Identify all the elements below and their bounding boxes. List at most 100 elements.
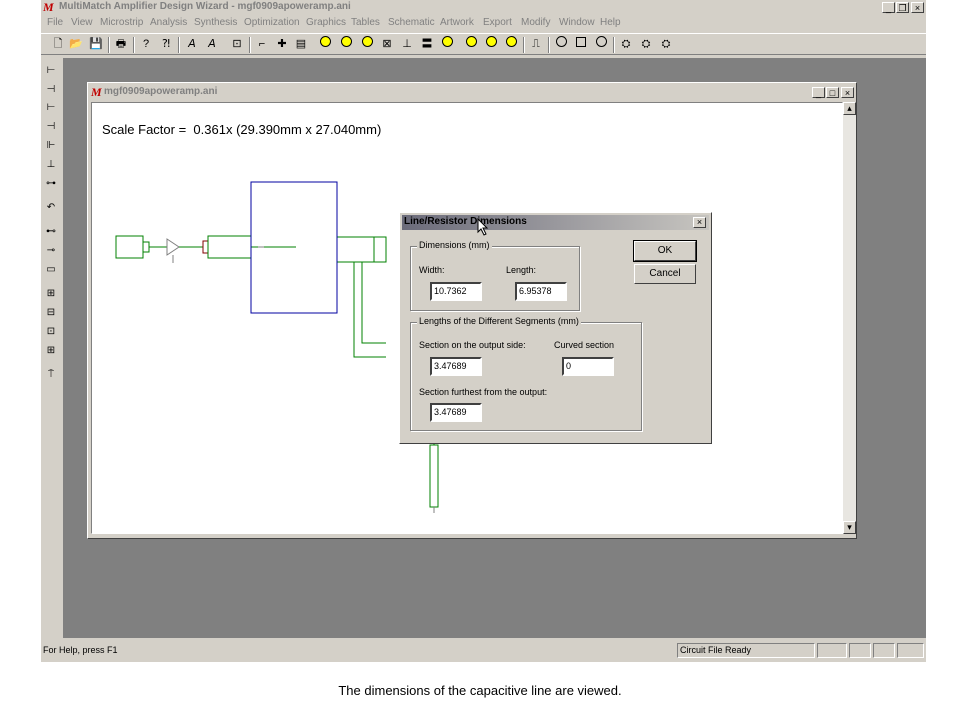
- cross-element-icon[interactable]: ✚: [277, 38, 287, 50]
- toolbar-separator: [523, 37, 525, 53]
- length-label: Length:: [506, 265, 537, 275]
- dialog-title: Line/Resistor Dimensions: [404, 216, 527, 227]
- child-minimize-button[interactable]: _: [812, 87, 825, 98]
- restore-button[interactable]: ❐: [896, 2, 909, 13]
- draw-tool-2-icon[interactable]: 𝘈: [208, 38, 216, 50]
- dialog-titlebar[interactable]: Line/Resistor Dimensions ×: [402, 215, 709, 230]
- status-help-text: For Help, press F1: [43, 645, 118, 655]
- pulse-icon[interactable]: ⎍: [532, 38, 540, 50]
- bias-line-2: [361, 262, 386, 344]
- dimension-icon[interactable]: ⊡: [232, 38, 242, 50]
- rectangle-icon[interactable]: ▭: [46, 264, 56, 275]
- series-line-icon[interactable]: ⊣: [46, 84, 56, 95]
- yellow-back-icon[interactable]: [483, 36, 499, 52]
- toolbar: 🗋 📂 💾 🖶 ? ⁈ 𝘈 𝘈 ⊡ ⌐ ✚ ▤ ⊠ ⊥ 〓 ⎍ ⛭ ⛭ ⛭: [41, 33, 926, 55]
- menu-artwork[interactable]: Artwork: [440, 17, 474, 28]
- menu-modify[interactable]: Modify: [521, 17, 551, 28]
- menu-analysis[interactable]: Analysis: [150, 17, 188, 28]
- via-icon[interactable]: ⊸: [46, 245, 56, 256]
- app-titlebar[interactable]: M MultiMatch Amplifier Design Wizard - m…: [41, 0, 926, 14]
- left-toolbar: ⊢ ⊣ ⊢ ⊣ ⊩ ⊥ ⊶ ↶ ⊷ ⊸ ▭ ⊞ ⊟ ⊡ ⊞ ⍑: [41, 58, 61, 638]
- boxed-x-icon[interactable]: ⊠: [382, 38, 392, 50]
- curved-section-field[interactable]: 0: [562, 357, 614, 376]
- ring-icon[interactable]: [593, 36, 609, 52]
- open-stub-icon[interactable]: ⊢: [46, 102, 56, 113]
- series-capacitor-icon[interactable]: ⊶: [46, 178, 56, 189]
- draw-tool-icon[interactable]: 𝘈: [188, 38, 196, 50]
- menu-tables[interactable]: Tables: [351, 17, 380, 28]
- shunt-element-icon[interactable]: ⊢: [46, 65, 56, 76]
- scale-factor-readout: Scale Factor = 0.361x (29.390mm x 27.040…: [102, 122, 381, 137]
- component-a-icon[interactable]: ⛭: [621, 38, 631, 50]
- tee-element-icon[interactable]: ⊥: [402, 38, 412, 50]
- yellow-y-icon[interactable]: [463, 36, 479, 52]
- square-icon[interactable]: [573, 36, 589, 52]
- child-titlebar[interactable]: M mgf0909apoweramp.ani _ □ ×: [90, 85, 854, 100]
- dot-box-icon[interactable]: ⊡: [46, 326, 56, 337]
- line-element-icon[interactable]: ⌐: [258, 38, 266, 50]
- child-maximize-button[interactable]: □: [826, 87, 839, 98]
- capacitor-icon[interactable]: ⊩: [46, 140, 56, 151]
- menu-synthesis[interactable]: Synthesis: [194, 17, 238, 28]
- scroll-up-button[interactable]: ▴: [843, 102, 856, 115]
- child-close-button[interactable]: ×: [841, 87, 854, 98]
- child-logo-icon: M: [91, 85, 102, 99]
- status-pane: [817, 643, 847, 658]
- toolbar-separator: [613, 37, 615, 53]
- scroll-down-button[interactable]: ▾: [843, 521, 856, 534]
- amplifier-symbol: [166, 238, 180, 256]
- minimize-button[interactable]: _: [882, 2, 895, 13]
- mouse-cursor-icon: [477, 218, 489, 236]
- context-help-icon[interactable]: ⁈: [161, 38, 171, 50]
- circle-icon[interactable]: [553, 36, 569, 52]
- menu-view[interactable]: View: [71, 17, 93, 28]
- cancel-button[interactable]: Cancel: [634, 264, 696, 284]
- component-c-icon[interactable]: ⛭: [661, 38, 671, 50]
- ok-button[interactable]: OK: [633, 240, 697, 262]
- circuit-layout: [115, 181, 439, 513]
- width-field[interactable]: 10.7362: [430, 282, 482, 301]
- antenna-icon[interactable]: ⍑: [48, 369, 54, 380]
- length-field[interactable]: 6.95378: [515, 282, 567, 301]
- new-file-icon[interactable]: 🗋: [53, 38, 63, 50]
- short-stub-icon[interactable]: ⊣: [46, 121, 56, 132]
- open-folder-icon[interactable]: 📂: [69, 38, 83, 50]
- yellow-f-circle-icon[interactable]: [338, 36, 354, 52]
- yellow-dot-icon[interactable]: [503, 36, 519, 52]
- inductor-icon[interactable]: ⊥: [46, 159, 56, 170]
- add-box-icon[interactable]: ⊞: [46, 288, 56, 299]
- segments-group: Lengths of the Different Segments (mm) S…: [410, 316, 642, 431]
- menu-graphics[interactable]: Graphics: [306, 17, 347, 28]
- output-side-field[interactable]: 3.47689: [430, 357, 482, 376]
- menu-microstrip[interactable]: Microstrip: [100, 17, 144, 28]
- menu-optimization[interactable]: Optimization: [244, 17, 300, 28]
- yellow-element-icon[interactable]: [439, 36, 455, 52]
- component-b-icon[interactable]: ⛭: [641, 38, 651, 50]
- coupled-line-icon[interactable]: ⊷: [46, 226, 56, 237]
- help-icon[interactable]: ?: [142, 38, 150, 50]
- remove-box-icon[interactable]: ⊟: [46, 307, 56, 318]
- close-button[interactable]: ×: [911, 2, 924, 13]
- layout-canvas[interactable]: Scale Factor = 0.361x (29.390mm x 27.040…: [91, 102, 843, 534]
- undo-element-icon[interactable]: ↶: [46, 202, 56, 213]
- status-pane: [897, 643, 924, 658]
- app-title: MultiMatch Amplifier Design Wizard - mgf…: [59, 1, 351, 12]
- menu-window[interactable]: Window: [559, 17, 595, 28]
- menu-file[interactable]: File: [47, 17, 64, 28]
- toolbar-separator: [548, 37, 550, 53]
- menu-schematic[interactable]: Schematic: [388, 17, 435, 28]
- yellow-target-icon[interactable]: [359, 36, 375, 52]
- output-match-line: [336, 236, 375, 263]
- yellow-circle-icon[interactable]: [317, 36, 333, 52]
- menu-export[interactable]: Export: [483, 17, 512, 28]
- scale-factor-label: Scale Factor =: [102, 122, 187, 137]
- print-icon[interactable]: 🖶: [115, 38, 127, 50]
- parallel-lines-icon[interactable]: 〓: [421, 38, 433, 50]
- save-icon[interactable]: 💾: [89, 38, 103, 50]
- box-element-icon[interactable]: ▤: [295, 38, 307, 50]
- grid-box-icon[interactable]: ⊞: [46, 345, 56, 356]
- vertical-scrollbar[interactable]: ▴ ▾: [843, 102, 856, 534]
- dialog-close-button[interactable]: ×: [693, 217, 706, 228]
- furthest-section-field[interactable]: 3.47689: [430, 403, 482, 422]
- menu-help[interactable]: Help: [600, 17, 621, 28]
